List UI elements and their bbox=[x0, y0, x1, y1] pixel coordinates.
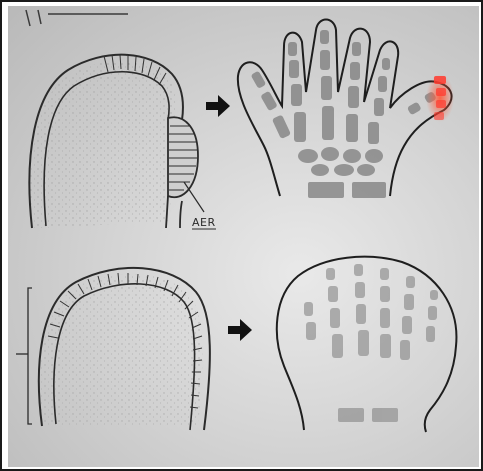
red-highlight-marker bbox=[426, 74, 454, 122]
arrow-right-icon bbox=[228, 319, 252, 341]
apical-ectodermal-ridge bbox=[168, 117, 198, 197]
truncated-limb-bones bbox=[304, 264, 438, 422]
limb-bud-with-aer: AER bbox=[29, 55, 216, 229]
arrow-right-icon bbox=[206, 95, 230, 117]
limb-bud-aer-removed bbox=[16, 268, 210, 430]
aer-label: AER bbox=[192, 216, 216, 229]
normal-hand-bones bbox=[251, 30, 437, 198]
bracket-marker bbox=[28, 288, 32, 424]
textbook-page: AER bbox=[8, 6, 479, 467]
limb-development-diagram: AER bbox=[8, 6, 479, 467]
page-corner-remnant bbox=[26, 10, 128, 26]
aer-pointer-line bbox=[184, 182, 204, 212]
